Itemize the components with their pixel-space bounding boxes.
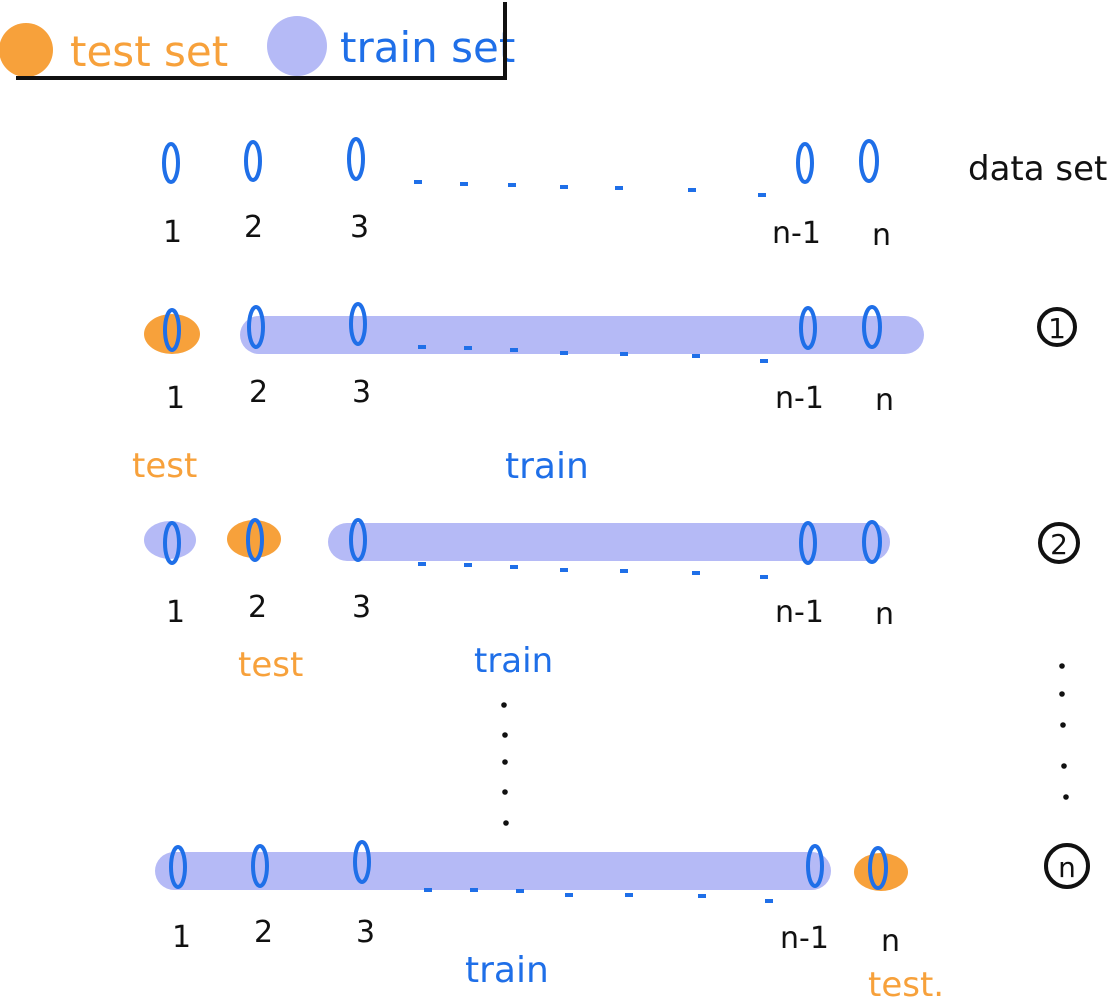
test-highlight [144, 314, 200, 354]
data-node [799, 306, 817, 350]
data-node [246, 518, 264, 562]
ellipsis-dots [418, 562, 768, 579]
data-node [862, 305, 882, 349]
vertical-ellipsis-right [1059, 663, 1069, 800]
data-node [806, 844, 824, 888]
index-label: n-1 [775, 595, 824, 630]
index-label: 3 [350, 210, 369, 245]
legend-test-swatch [0, 23, 53, 77]
index-label: n [875, 383, 894, 418]
index-label: n-1 [772, 216, 821, 251]
index-label: 2 [248, 590, 267, 625]
index-label: n [881, 924, 900, 959]
dataset-label: data set [968, 149, 1107, 189]
fold-marker-circle [1037, 307, 1077, 347]
ellipsis-dots [418, 345, 768, 363]
data-node-2 [244, 140, 262, 182]
data-node [251, 844, 269, 888]
test-label: test. [868, 965, 944, 1000]
legend: test set train set [0, 2, 515, 80]
test-label: test [132, 446, 197, 486]
legend-train-label: train set [340, 23, 515, 72]
data-node [349, 518, 367, 562]
index-label: 1 [163, 215, 182, 250]
dataset-row: data set 1 2 3 n-1 n [162, 137, 1107, 253]
index-label: 2 [244, 210, 263, 245]
data-node [349, 302, 367, 346]
train-highlight [144, 521, 196, 559]
legend-border [16, 2, 507, 80]
data-node [868, 846, 888, 890]
index-label: n-1 [775, 381, 824, 416]
train-bar [240, 316, 924, 354]
data-node-3 [347, 137, 365, 181]
ellipsis-dots [424, 888, 773, 903]
train-label: train [505, 446, 589, 487]
fold-marker-circle [1044, 843, 1090, 889]
index-label: n [872, 218, 891, 253]
train-label: train [465, 950, 549, 991]
data-node-1 [162, 142, 180, 184]
data-node [353, 840, 371, 884]
fold-marker: 1 [1048, 312, 1066, 345]
index-label: 3 [356, 915, 375, 950]
index-label: n-1 [780, 921, 829, 956]
data-node-n-1 [796, 142, 814, 184]
data-node [163, 521, 181, 565]
fold-n: n 1 2 3 n-1 n train test. [155, 840, 1090, 1000]
data-node [799, 521, 817, 565]
fold-1: 1 1 2 3 n-1 n test train [132, 302, 1077, 487]
index-label: 3 [352, 375, 371, 410]
data-node [169, 845, 187, 889]
fold-marker: 2 [1050, 528, 1068, 561]
data-node [862, 520, 882, 564]
index-label: n [875, 597, 894, 632]
legend-test-label: test set [70, 27, 228, 76]
test-label: test [238, 645, 303, 685]
ellipsis-dots [414, 180, 766, 197]
legend-train-swatch [267, 16, 327, 76]
index-label: 1 [172, 920, 191, 955]
train-label: train [474, 641, 553, 681]
train-bar [328, 523, 890, 561]
fold-2: 2 1 2 3 n-1 n test train [144, 518, 1080, 685]
index-label: 3 [352, 590, 371, 625]
data-node-n [859, 139, 879, 183]
train-bar [155, 852, 831, 890]
vertical-ellipsis-center [501, 702, 509, 826]
data-node [247, 305, 265, 349]
index-label: 2 [249, 375, 268, 410]
test-highlight [854, 853, 908, 891]
fold-marker-circle [1038, 522, 1080, 564]
fold-marker: n [1058, 851, 1076, 884]
index-label: 1 [166, 381, 185, 416]
data-node [163, 308, 181, 352]
index-label: 2 [254, 915, 273, 950]
test-highlight [227, 520, 281, 558]
index-label: 1 [166, 595, 185, 630]
